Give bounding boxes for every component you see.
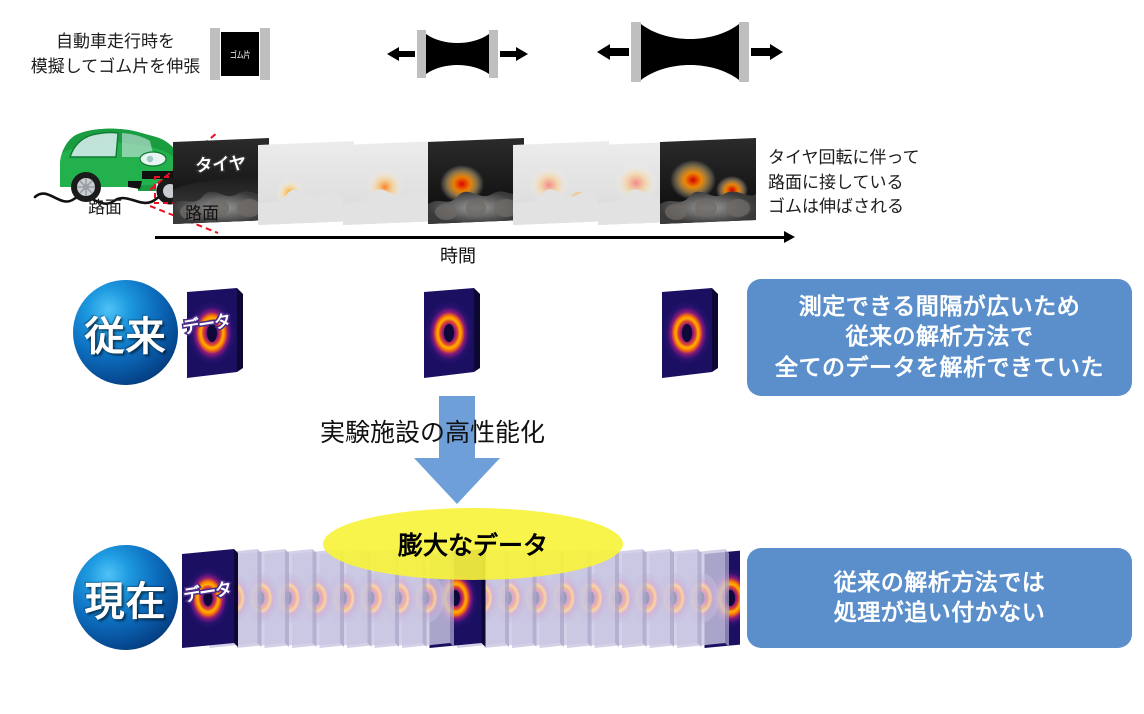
road-label-car: 路面: [88, 198, 122, 218]
car-illustration: [30, 115, 200, 215]
sphere-conventional-label: 従来: [84, 313, 167, 360]
big-data-label: 膨大なデータ: [397, 531, 548, 560]
time-axis-label: 時間: [440, 246, 476, 267]
time-axis-arrowhead: [784, 231, 795, 243]
sphere-conventional: 従来: [73, 280, 178, 385]
rubber-specimen: [221, 32, 259, 76]
data-panel-conventional-2: [422, 288, 480, 378]
callout-conventional: 測定できる間隔が広いため 従来の解析方法で 全てのデータを解析できていた: [747, 279, 1132, 396]
specimen-stretched-large: [595, 20, 785, 84]
big-data-ellipse: [323, 508, 623, 580]
data-panel-conventional-1: [185, 288, 243, 378]
data-panel-stack-current: [180, 548, 761, 658]
tire-frame-dark-1: タイヤ: [173, 138, 269, 224]
stretch-arrows-icon: [387, 30, 528, 78]
time-axis-line: [155, 236, 785, 239]
svg-text:タイヤ: タイヤ: [195, 154, 246, 177]
sphere-current: 現在: [73, 545, 178, 650]
tire-frame-light-5: [513, 141, 609, 225]
stretch-caption: 自動車走行時を 模擬してゴム片を伸張: [30, 32, 201, 77]
callout-current: 従来の解析方法では 処理が追い付かない: [747, 548, 1132, 648]
sphere-current-label: 現在: [84, 578, 167, 625]
specimen-label: ゴム片: [229, 51, 251, 61]
data-panel-conventional-3: [660, 288, 718, 378]
road-label-frame: 路面: [185, 204, 219, 224]
grip-left-icon: [210, 28, 220, 80]
grip-right-icon: [260, 28, 270, 80]
specimen-stretched-medium: [385, 26, 530, 82]
transition-arrow: [412, 396, 502, 506]
specimen-unstretched: ゴム片: [210, 28, 270, 80]
tire-frame-dark-7: [660, 138, 756, 224]
tire-frame-light-3: [343, 141, 439, 225]
transition-caption: 実験施設の高性能化: [320, 418, 546, 447]
tire-frame-dark-4: [428, 138, 524, 224]
stretch-arrows-icon: [597, 22, 783, 82]
tire-frame-light-2: [258, 141, 354, 225]
tire-rotation-note: タイヤ回転に伴って 路面に接している ゴムは伸ばされる: [768, 148, 920, 218]
